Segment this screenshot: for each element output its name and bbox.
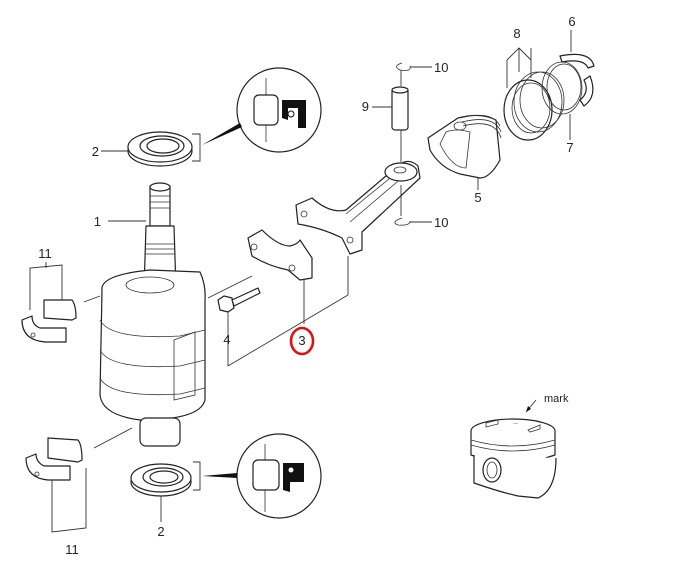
- crankshaft: [99, 182, 206, 447]
- piston-mark-illustration: ◦◦◦: [470, 399, 557, 499]
- callout-2-lower: 2: [157, 524, 164, 539]
- callout-8: 8: [513, 26, 520, 41]
- callout-4: 4: [223, 332, 230, 347]
- connecting-rod-bolt: [217, 287, 261, 366]
- callout-7: 7: [566, 140, 573, 155]
- callout-10-lower: 10: [434, 215, 448, 230]
- oil-seal-lower: [130, 461, 201, 522]
- seal-detail-upper: [202, 67, 322, 153]
- detail-circle-upper: [236, 67, 322, 153]
- highlight-circle-callout-3: [289, 326, 315, 356]
- connecting-rod: [207, 160, 421, 367]
- oil-seal-upper: [101, 131, 201, 167]
- callout-3: 3: [298, 333, 305, 348]
- piston-pin: [372, 86, 409, 162]
- callout-1: 1: [94, 214, 101, 229]
- svg-text:◦◦◦: ◦◦◦: [513, 421, 519, 427]
- main-bearing-lower: [25, 427, 133, 533]
- callout-11-upper: 11: [38, 246, 52, 261]
- piston-ring-top: [559, 30, 595, 107]
- callout-10-upper: 10: [434, 60, 448, 75]
- piston: [427, 114, 502, 190]
- callout-labels: 1 2 2 3 4 5 6 7 8 9 10 10 11 11 mark: [38, 14, 575, 557]
- oil-ring-set: [503, 47, 565, 141]
- callout-2-upper: 2: [92, 144, 99, 159]
- piston-pin-clip-upper: [396, 62, 432, 86]
- callout-5: 5: [474, 190, 481, 205]
- callout-9: 9: [362, 99, 369, 114]
- main-bearing-upper: [21, 262, 101, 343]
- piston-pin-clip-lower: [394, 185, 432, 226]
- callout-6: 6: [568, 14, 575, 29]
- seal-detail-lower: [202, 433, 322, 519]
- mark-label: mark: [544, 393, 569, 405]
- callout-11-lower: 11: [65, 542, 79, 557]
